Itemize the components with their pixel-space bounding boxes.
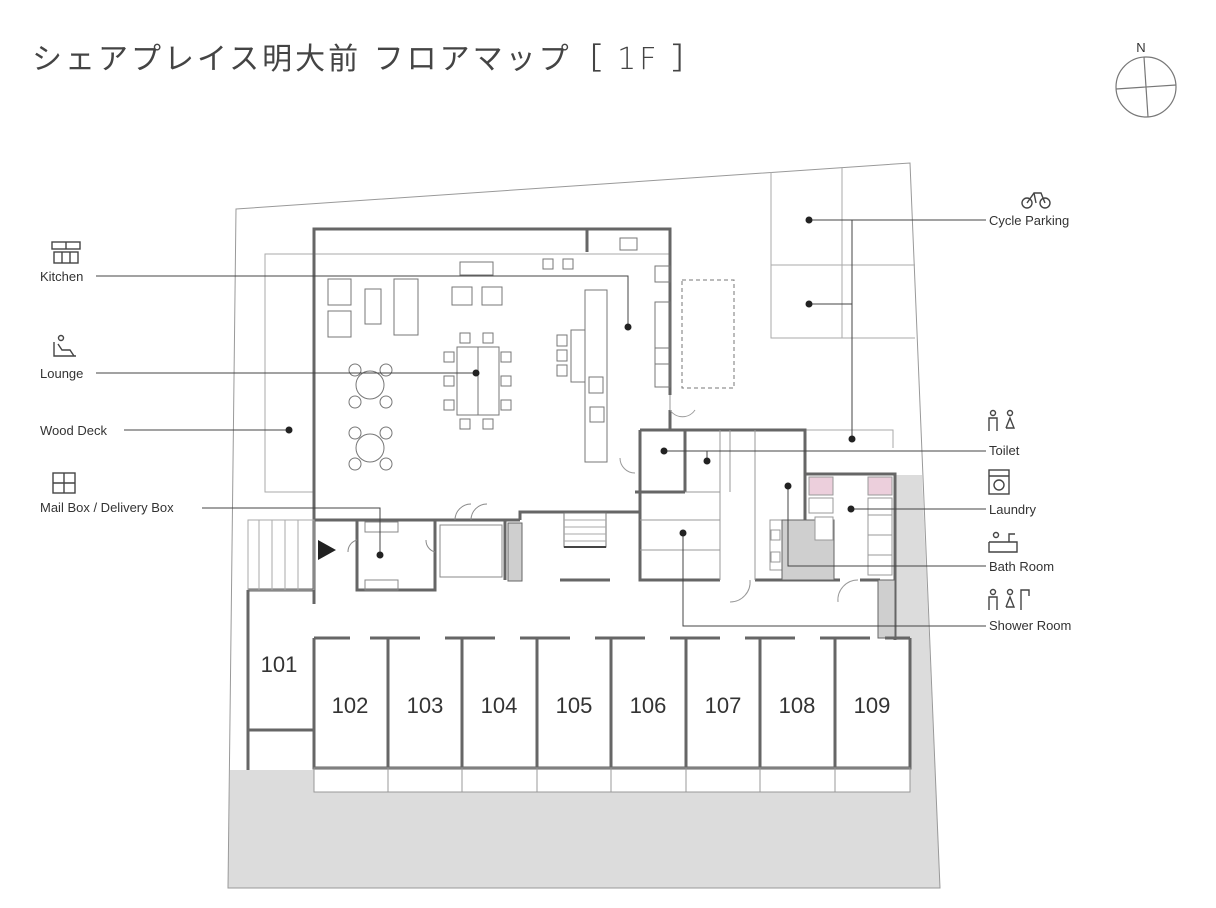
legend-kitchen: Kitchen xyxy=(40,241,632,331)
room-107: 107 xyxy=(705,693,742,718)
toilet-icon xyxy=(988,409,1016,431)
site-boundary xyxy=(227,162,941,889)
legend-wood-deck: Wood Deck xyxy=(40,423,293,438)
page-title: シェアプレイス明大前 フロアマップ［ 1F ］ xyxy=(32,42,706,77)
entrance-arrow xyxy=(318,540,336,560)
cycle-parking-area xyxy=(770,168,915,448)
room-108: 108 xyxy=(779,693,816,718)
legend-bath-room: Bath Room xyxy=(784,482,1054,574)
entrance-details xyxy=(347,503,523,591)
ground-shading xyxy=(228,475,940,888)
washing-machine-icon xyxy=(988,469,1010,495)
cycle-parking-label: Cycle Parking xyxy=(989,213,1069,228)
lounge-label: Lounge xyxy=(40,366,83,381)
north-label: N xyxy=(1136,40,1145,55)
room-103: 103 xyxy=(407,693,444,718)
lounge-walls xyxy=(312,227,672,522)
legend-cycle-parking: Cycle Parking xyxy=(805,192,1069,443)
legend-toilet: Toilet xyxy=(660,409,1020,465)
shower-room-label: Shower Room xyxy=(989,618,1071,633)
compass: N xyxy=(1115,40,1177,118)
kitchen-label: Kitchen xyxy=(40,269,83,284)
utility-walls xyxy=(560,428,897,640)
bath-room-label: Bath Room xyxy=(989,559,1054,574)
toilet-label: Toilet xyxy=(989,443,1020,458)
kitchen-icon xyxy=(51,241,81,264)
room-101: 101 xyxy=(261,652,298,677)
legend-laundry: Laundry xyxy=(847,469,1036,517)
room-104: 104 xyxy=(481,693,518,718)
room-102: 102 xyxy=(332,693,369,718)
wood-deck-label: Wood Deck xyxy=(40,423,107,438)
shower-room-icon xyxy=(988,588,1030,610)
laundry-label: Laundry xyxy=(989,502,1036,517)
bathtub-icon xyxy=(988,531,1018,553)
stairs xyxy=(247,512,607,591)
utility-details xyxy=(619,395,896,639)
lounge-furniture xyxy=(327,278,512,471)
room-balconies xyxy=(313,767,911,793)
legend-mailbox: Mail Box / Delivery Box xyxy=(40,472,384,559)
bicycle-icon xyxy=(1021,192,1051,209)
room-numbers: 101 102 103 104 105 106 107 108 109 xyxy=(261,652,891,718)
legend-shower-room: Shower Room xyxy=(679,529,1071,633)
corridor-walls xyxy=(246,590,912,770)
lounge-chair-icon xyxy=(53,334,76,357)
legend-lounge: Lounge xyxy=(40,334,480,381)
mailbox-icon xyxy=(52,472,76,494)
room-109: 109 xyxy=(854,693,891,718)
mailbox-label: Mail Box / Delivery Box xyxy=(40,500,174,515)
room-105: 105 xyxy=(556,693,593,718)
kitchen-counters xyxy=(459,237,735,463)
room-106: 106 xyxy=(630,693,667,718)
